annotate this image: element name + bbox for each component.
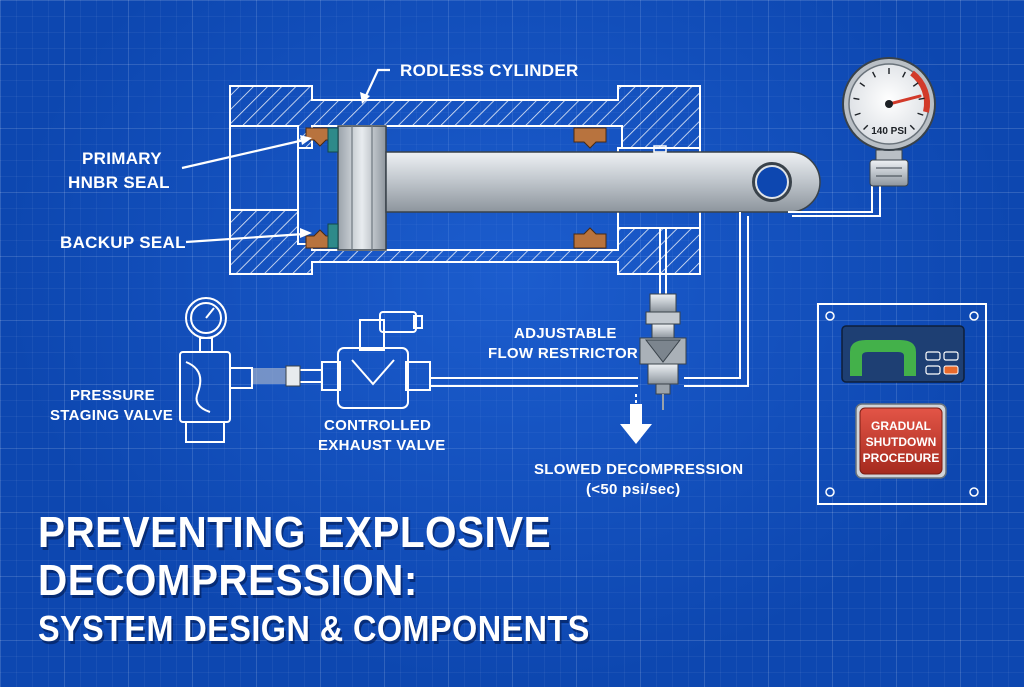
gauge-tick [912,82,919,87]
label-pressure-staging-line1: PRESSURE [70,387,155,404]
controlled-exhaust-valve [300,311,431,409]
gauge-tick [918,97,925,100]
gauge-red-zone [910,70,931,113]
label-backup-seal: BACKUP SEAL [60,233,186,252]
label-pressure-staging-line2: STAGING VALVE [50,407,173,424]
gauge-needle [887,94,922,106]
gauge-tick [872,71,877,78]
label-flow-restrictor-line1: ADJUSTABLE [514,325,617,342]
label-slowed-decompression-line2: (<50 psi/sec) [586,481,680,498]
pressure-gauge: 140 PSI [842,57,936,187]
gauge-tick [863,124,869,130]
shutdown-label-line3: PROCEDURE [863,451,940,465]
shutdown-label-line1: GRADUAL [871,419,931,433]
label-controlled-exhaust-line2: EXHAUST VALVE [318,437,446,454]
piping [430,183,881,387]
rodless-cylinder [229,85,821,275]
piston [337,125,387,251]
label-primary-seal-line1: PRIMARY [82,149,162,168]
gauge-tick [853,97,860,100]
label-controlled-exhaust-line1: CONTROLLED [324,417,431,434]
display-arc-icon [850,340,916,376]
label-flow-restrictor-line2: FLOW RESTRICTOR [488,345,638,362]
shutdown-label-line2: SHUTDOWN [866,435,937,449]
control-panel [817,303,987,505]
title-line2: DECOMPRESSION: [38,556,418,605]
gauge-tick [854,112,861,116]
adjustable-flow-restrictor [639,293,687,410]
rod-seal-top [573,127,607,149]
gauge-tick [917,112,924,116]
label-rodless-cylinder: RODLESS CYLINDER [400,61,579,80]
rodless-cylinder-leader [363,68,390,101]
label-primary-seal-line2: HNBR SEAL [68,173,170,192]
decompression-arrow [620,394,652,444]
label-slowed-decompression-line1: SLOWED DECOMPRESSION [534,461,743,478]
title-line3: SYSTEM DESIGN & COMPONENTS [38,608,590,649]
title-line1: PREVENTING EXPLOSIVE [38,508,552,557]
primary-seal-leader [181,138,305,170]
rod-eye [752,162,792,202]
rod-seal-bottom [573,227,607,249]
cylinder-wall-top [229,85,701,149]
cylinder-wall-bottom [229,209,701,275]
gauge-tick [909,124,915,130]
pressure-staging-valve [179,297,253,443]
backup-seal [305,223,339,249]
gauge-reading: 140 PSI [871,126,907,137]
backup-seal-leader [185,232,305,244]
gradual-shutdown-button[interactable]: GRADUAL SHUTDOWN PROCEDURE [855,403,947,479]
gauge-tick [901,71,906,78]
gauge-tick [859,82,866,87]
